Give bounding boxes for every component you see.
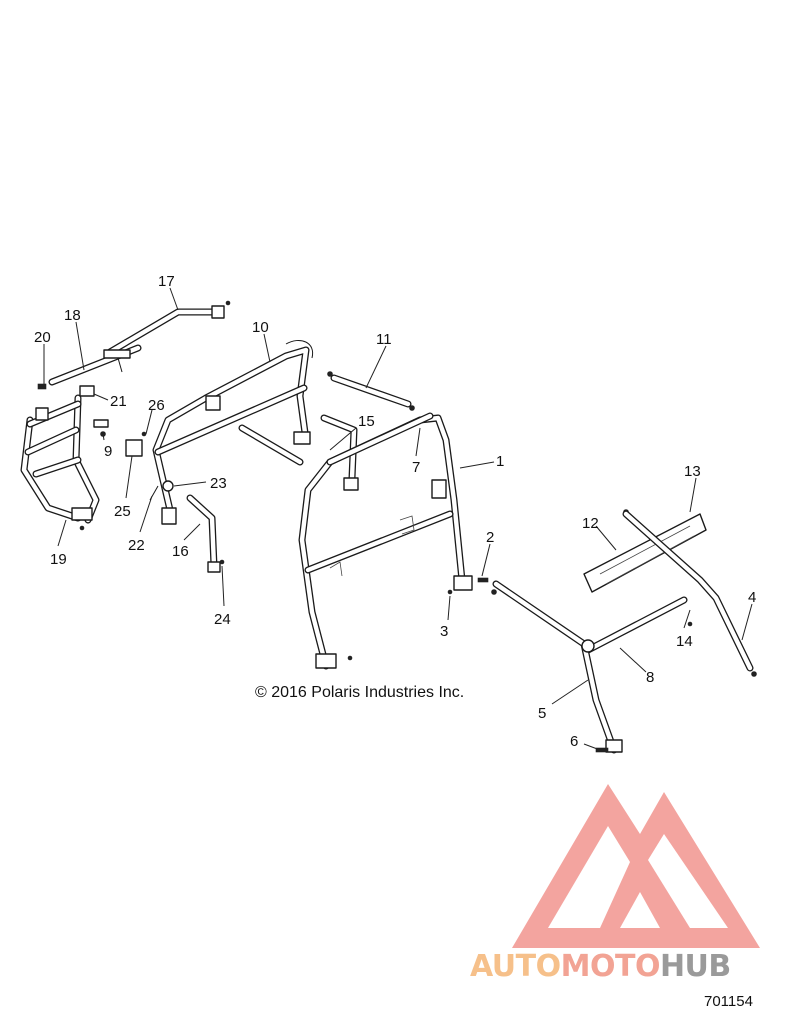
part-13-plate [583,509,707,593]
callout-5: 5 [538,705,546,722]
callout-23: 23 [210,475,227,492]
callout-4: 4 [748,589,756,606]
part-8-cross-strut [584,596,693,654]
callout-18: 18 [64,307,81,324]
part-1-main-frame [298,412,473,670]
part-18-cross-tube [48,344,142,386]
callout-16: 16 [172,543,189,560]
callout-20: 20 [34,329,51,346]
watermark-hub: HUB [660,949,731,984]
part-19-rear-frame [20,385,100,531]
callout-1: 1 [496,453,504,470]
fasteners-front [447,577,497,595]
part-15-brace [238,414,359,491]
callout-9: 9 [104,443,112,460]
watermark-logo [512,784,760,948]
watermark-text: AUTOMOTOHUB [470,949,731,984]
callout-24: 24 [214,611,231,628]
callout-26: 26 [148,397,165,414]
figure-id: 701154 [704,993,753,1010]
callout-22: 22 [128,537,145,554]
callout-11: 11 [376,331,392,348]
watermark-moto: MOTO [561,949,660,984]
fasteners-rear [37,383,109,437]
part-4-strut [622,510,757,677]
callout-19: 19 [50,551,67,568]
callout-10: 10 [252,319,269,336]
callout-21: 21 [110,393,127,410]
part-10-rear-rollbar [152,340,314,525]
callout-7: 7 [412,459,420,476]
callout-17: 17 [158,273,175,290]
part-5-strut [492,580,623,754]
part-17-upper-tube [106,300,231,356]
part-16-support-link [186,494,225,573]
callout-25: 25 [114,503,131,520]
callout-labels: 1 2 3 4 5 6 7 8 9 10 11 12 13 14 15 16 1… [34,273,756,750]
watermark-auto: AUTO [470,949,561,984]
callout-3: 3 [440,623,448,640]
callout-8: 8 [646,669,654,686]
leader-lines [43,287,753,751]
callout-12: 12 [582,515,599,532]
callout-13: 13 [684,463,701,480]
copyright-text: © 2016 Polaris Industries Inc. [255,684,464,701]
part-11-top-tube [327,371,415,411]
fastener-6 [595,747,609,753]
callout-6: 6 [570,733,578,750]
callout-14: 14 [676,633,693,650]
callout-2: 2 [486,529,494,546]
callout-15: 15 [358,413,375,430]
brackets-left [125,431,174,501]
